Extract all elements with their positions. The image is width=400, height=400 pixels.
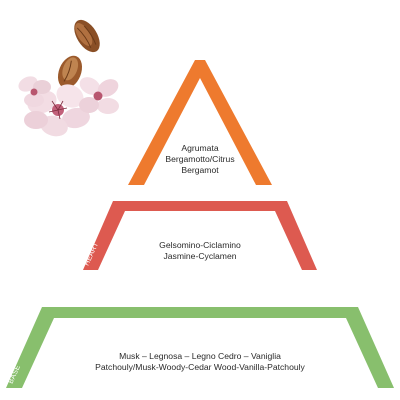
blossom-flower-left bbox=[18, 76, 51, 107]
base-tier bbox=[6, 307, 394, 388]
almond-nut-bottom bbox=[57, 55, 83, 89]
heart-note-line-2: Jasmine-Cyclamen bbox=[163, 251, 237, 261]
head-note-line-1: Agrumata bbox=[181, 143, 219, 153]
head-note-line-3: Bergamot bbox=[181, 165, 219, 175]
base-note-line-2: Patchouly/Musk-Woody-Cedar Wood-Vanilla-… bbox=[95, 362, 305, 372]
heart-notes: Gelsomino-Ciclamino Jasmine-Cyclamen bbox=[0, 240, 400, 262]
heart-note-line-1: Gelsomino-Ciclamino bbox=[159, 240, 241, 250]
head-note-line-2: Bergamotto/Citrus bbox=[165, 154, 235, 164]
base-tier-trapezoid bbox=[6, 307, 394, 388]
base-note-line-1: Musk – Legnosa – Legno Cedro – Vaniglia bbox=[119, 351, 281, 361]
blossom-flower-main bbox=[24, 84, 90, 137]
blossom-flower-right bbox=[79, 77, 119, 114]
head-notes: Agrumata Bergamotto/Citrus Bergamot bbox=[0, 143, 400, 176]
head-tier bbox=[128, 60, 272, 185]
almond-blossom-illustration bbox=[18, 19, 119, 137]
base-notes: Musk – Legnosa – Legno Cedro – Vaniglia … bbox=[0, 351, 400, 373]
head-tier-triangle bbox=[128, 60, 272, 185]
almond-nut-top bbox=[74, 19, 100, 53]
